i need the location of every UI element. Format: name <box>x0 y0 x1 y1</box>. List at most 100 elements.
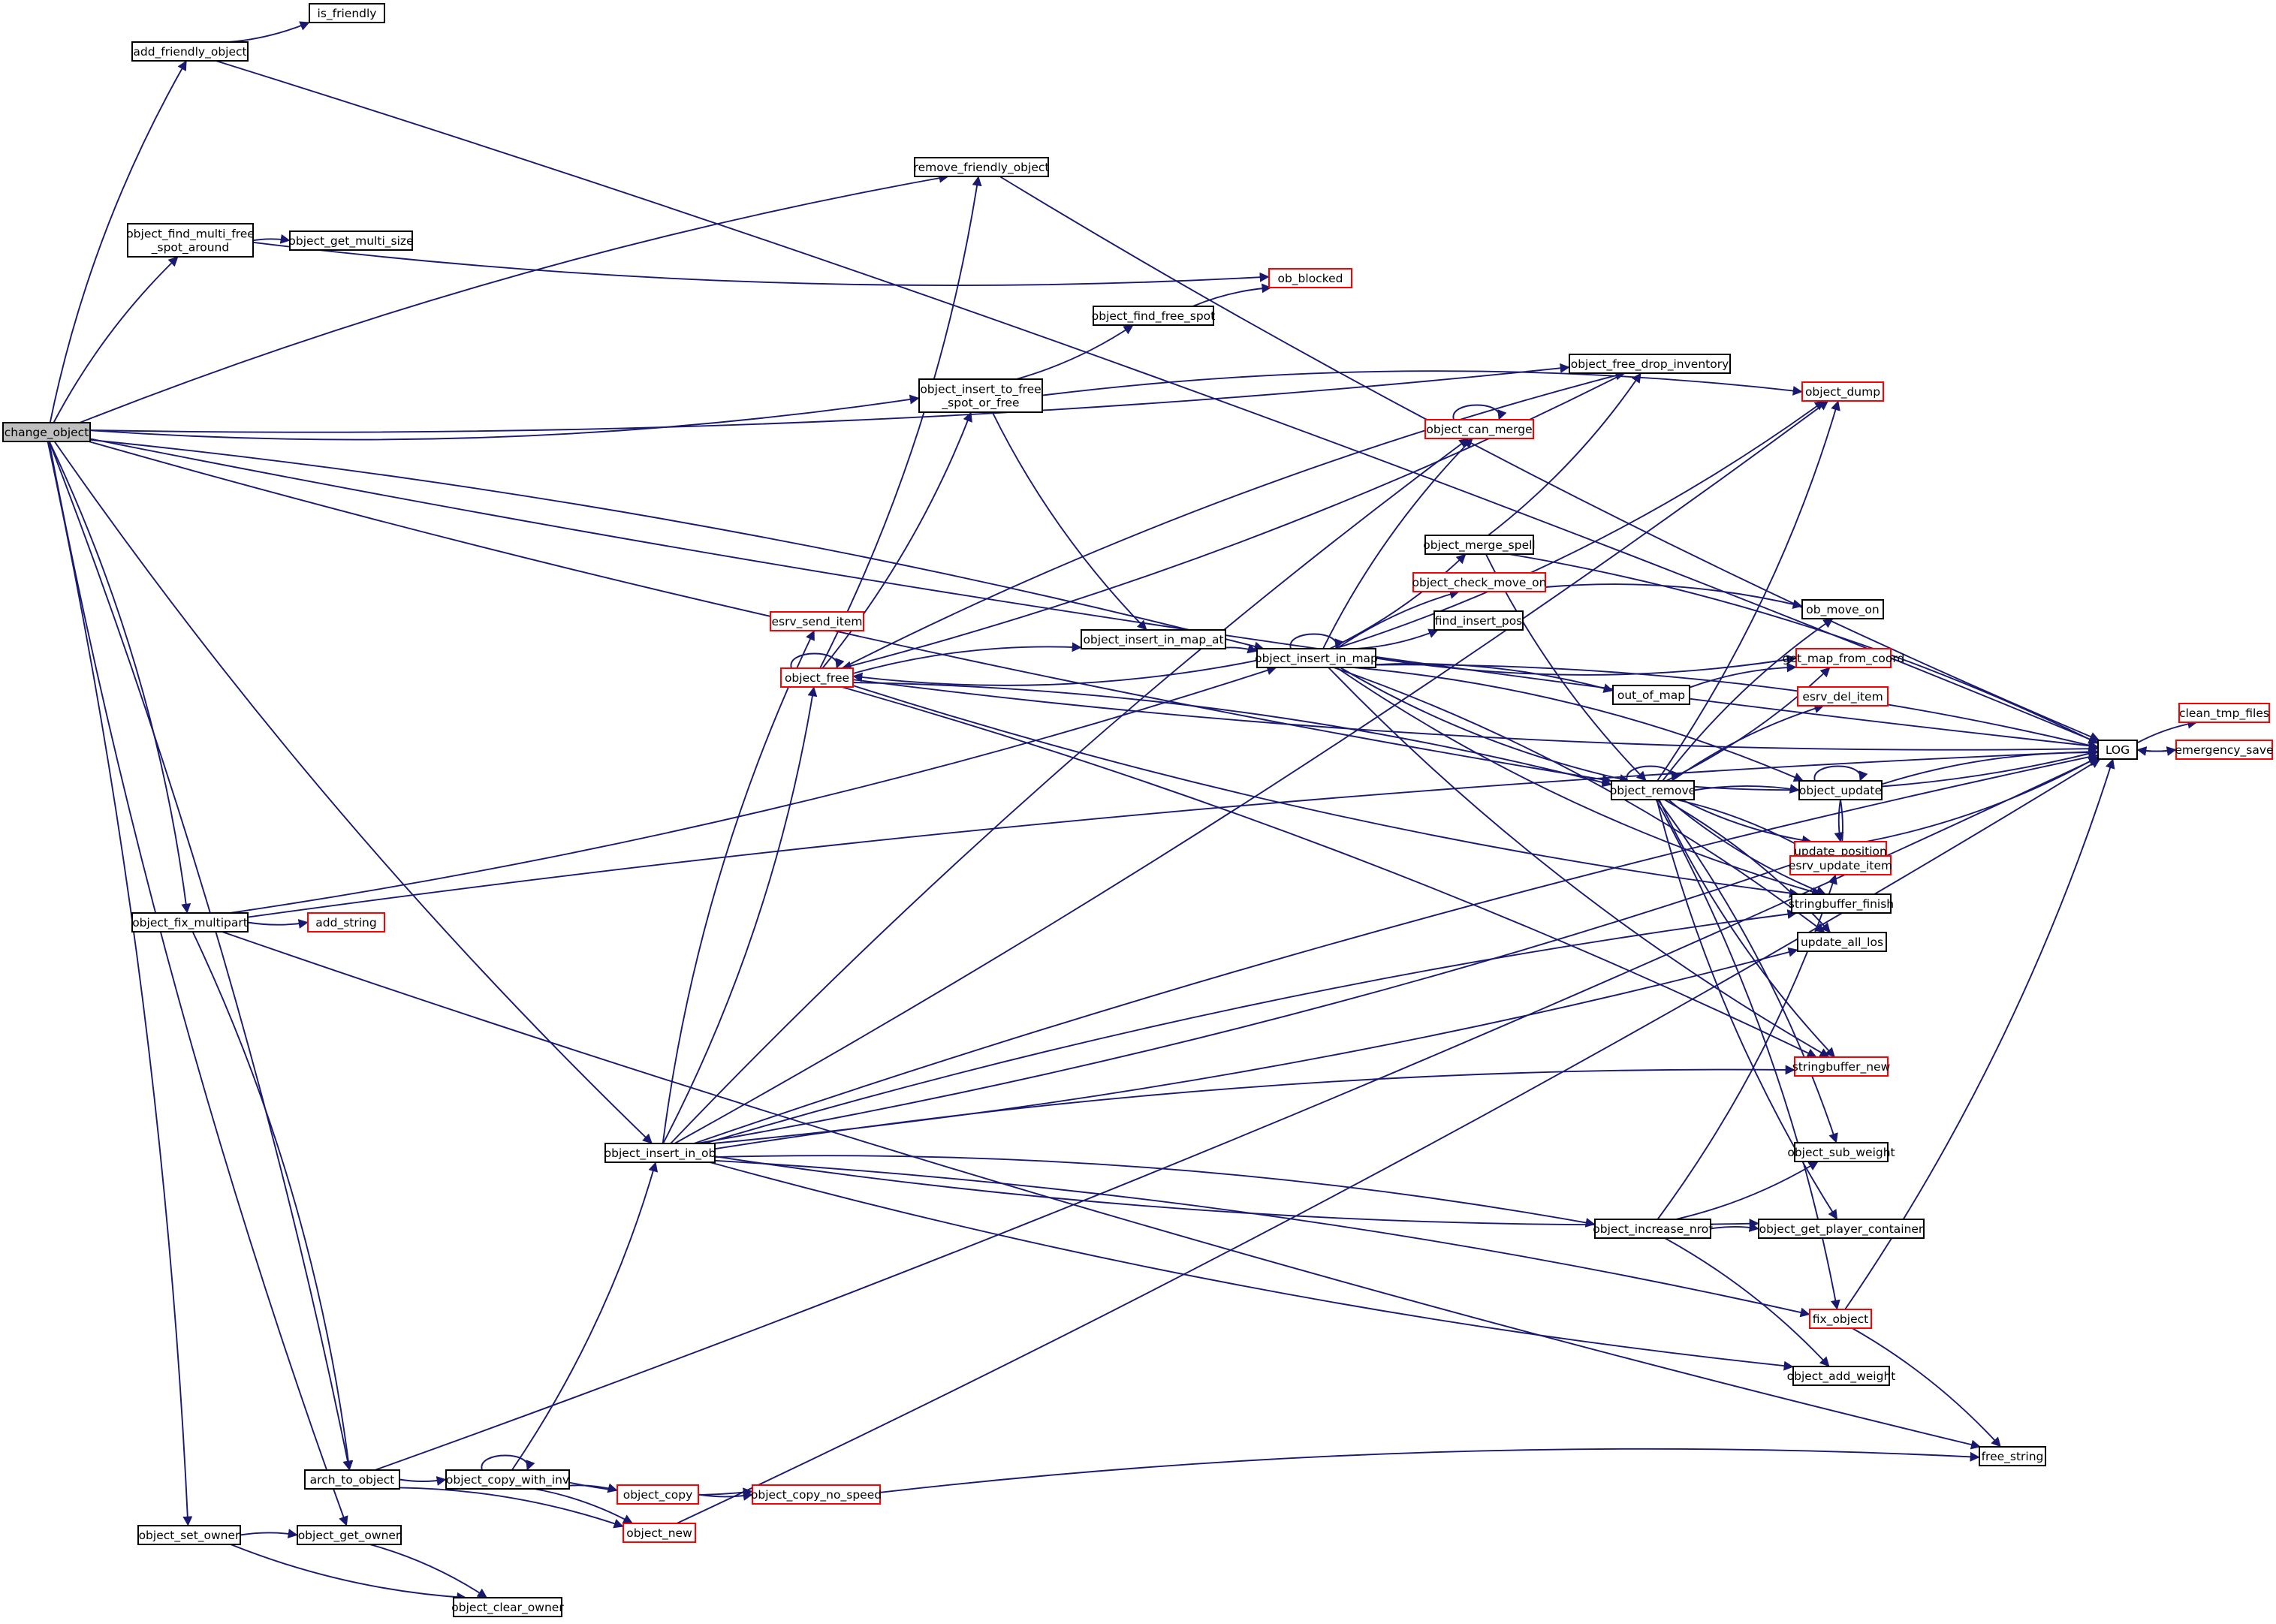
node-box-object_find_free_spot[interactable] <box>1093 306 1214 326</box>
node-add_string[interactable]: add_string <box>307 912 385 933</box>
node-box-update_all_los[interactable] <box>1797 932 1887 952</box>
node-box-object_clear_owner[interactable] <box>453 1597 562 1617</box>
node-emergency_save[interactable]: emergency_save <box>2175 740 2274 760</box>
edge-arch_to_object-to-object_copy_with_inv <box>399 1476 447 1486</box>
node-object_copy_with_inv[interactable]: object_copy_with_inv <box>445 1469 570 1490</box>
node-box-remove_friendly_object[interactable] <box>914 157 1049 177</box>
node-esrv_del_item[interactable]: esrv_del_item <box>1797 686 1889 707</box>
node-object_insert_in_ob[interactable]: object_insert_in_ob <box>604 1143 716 1163</box>
node-box-stringbuffer_finish[interactable] <box>1791 893 1892 914</box>
node-box-out_of_map[interactable] <box>1612 685 1690 705</box>
node-add_friendly_object[interactable]: add_friendly_object <box>131 41 249 62</box>
node-update_all_los[interactable]: update_all_los <box>1797 932 1887 952</box>
node-object_get_multi_size[interactable]: object_get_multi_size <box>288 230 414 251</box>
node-object_get_owner[interactable]: object_get_owner <box>297 1525 402 1545</box>
node-box-object_copy_no_speed[interactable] <box>752 1484 881 1505</box>
node-object_dump[interactable]: object_dump <box>1801 381 1884 402</box>
node-box-object_fix_multipart[interactable] <box>131 912 249 933</box>
node-esrv_send_item[interactable]: esrv_send_item <box>770 611 864 631</box>
node-get_map_from_coord[interactable]: get_map_from_coord <box>1783 648 1905 668</box>
node-box-esrv_del_item[interactable] <box>1797 686 1889 707</box>
node-clean_tmp_files[interactable]: clean_tmp_files <box>2178 703 2270 723</box>
node-box-add_string[interactable] <box>307 912 385 933</box>
node-object_free_drop_inventory[interactable]: object_free_drop_inventory <box>1569 354 1731 374</box>
node-box-object_free_drop_inventory[interactable] <box>1569 354 1731 374</box>
node-stringbuffer_finish[interactable]: stringbuffer_finish <box>1789 893 1894 914</box>
node-box-esrv_send_item[interactable] <box>770 611 864 631</box>
node-ob_move_on[interactable]: ob_move_on <box>1801 599 1884 619</box>
node-box-find_insert_pos[interactable] <box>1433 610 1524 631</box>
node-free_string[interactable]: free_string <box>1979 1446 2046 1466</box>
node-box-esrv_update_item[interactable] <box>1789 855 1892 875</box>
node-box-object_increase_nrof[interactable] <box>1594 1219 1711 1239</box>
node-box-object_sub_weight[interactable] <box>1794 1142 1889 1162</box>
node-object_insert_in_map_at[interactable]: object_insert_in_map_at <box>1081 629 1226 649</box>
node-object_get_player_container[interactable]: object_get_player_container <box>1758 1219 1925 1239</box>
node-box-object_new[interactable] <box>623 1523 696 1543</box>
node-out_of_map[interactable]: out_of_map <box>1612 685 1690 705</box>
node-box-object_get_owner[interactable] <box>297 1525 402 1545</box>
node-object_insert_in_map[interactable]: object_insert_in_map <box>1255 648 1378 668</box>
node-box-stringbuffer_new[interactable] <box>1794 1056 1889 1077</box>
node-box-object_can_merge[interactable] <box>1424 419 1534 439</box>
node-change_object[interactable]: change_object <box>2 422 91 442</box>
node-object_merge_spell[interactable]: object_merge_spell <box>1423 535 1536 555</box>
node-object_can_merge[interactable]: object_can_merge <box>1424 419 1534 439</box>
node-object_find_multi_free_spot_around[interactable]: object_find_multi_free_spot_around <box>126 223 255 258</box>
node-box-object_get_multi_size[interactable] <box>289 230 413 251</box>
node-box-arch_to_object[interactable] <box>304 1469 400 1490</box>
node-box-object_merge_spell[interactable] <box>1424 535 1534 555</box>
node-is_friendly[interactable]: is_friendly <box>309 3 385 23</box>
node-box-object_add_weight[interactable] <box>1792 1366 1890 1386</box>
node-object_fix_multipart[interactable]: object_fix_multipart <box>131 912 249 933</box>
node-object_add_weight[interactable]: object_add_weight <box>1787 1366 1896 1386</box>
node-box-object_remove[interactable] <box>1611 780 1695 800</box>
node-arch_to_object[interactable]: arch_to_object <box>304 1469 400 1490</box>
node-object_copy_no_speed[interactable]: object_copy_no_speed <box>751 1484 882 1505</box>
node-object_remove[interactable]: object_remove <box>1610 780 1696 800</box>
node-box-emergency_save[interactable] <box>2175 740 2273 760</box>
node-box-object_free[interactable] <box>780 667 854 688</box>
node-box-is_friendly[interactable] <box>309 3 385 23</box>
node-box-free_string[interactable] <box>1979 1446 2046 1466</box>
node-box-clean_tmp_files[interactable] <box>2178 703 2270 723</box>
node-box-object_insert_in_map_at[interactable] <box>1081 629 1226 649</box>
node-object_set_owner[interactable]: object_set_owner <box>137 1525 241 1545</box>
node-box-object_update[interactable] <box>1798 780 1883 800</box>
node-object_check_move_on[interactable]: object_check_move_on <box>1412 572 1547 592</box>
node-box-fix_object[interactable] <box>1809 1309 1872 1329</box>
node-object_find_free_spot[interactable]: object_find_free_spot <box>1092 306 1215 326</box>
node-box-change_object[interactable] <box>2 422 91 442</box>
node-box-get_map_from_coord[interactable] <box>1795 648 1892 668</box>
node-esrv_update_item[interactable]: esrv_update_item <box>1789 855 1892 875</box>
node-object_update[interactable]: object_update <box>1798 780 1883 800</box>
node-object_free[interactable]: object_free <box>780 667 854 688</box>
node-box-object_insert_in_map[interactable] <box>1256 648 1376 668</box>
node-box-object_insert_in_ob[interactable] <box>604 1143 716 1163</box>
node-box-add_friendly_object[interactable] <box>131 41 249 62</box>
node-box-object_check_move_on[interactable] <box>1412 572 1546 592</box>
node-find_insert_pos[interactable]: find_insert_pos <box>1433 610 1524 631</box>
node-object_copy[interactable]: object_copy <box>616 1484 699 1505</box>
node-box-object_copy[interactable] <box>616 1484 699 1505</box>
node-remove_friendly_object[interactable]: remove_friendly_object <box>914 157 1050 177</box>
node-ob_blocked[interactable]: ob_blocked <box>1268 268 1352 288</box>
node-box-object_insert_to_free_spot_or_free[interactable] <box>918 378 1043 413</box>
node-box-ob_move_on[interactable] <box>1801 599 1884 619</box>
node-box-ob_blocked[interactable] <box>1268 268 1352 288</box>
edge-object_find_free_spot-to-ob_blocked <box>1192 283 1272 307</box>
node-box-LOG[interactable] <box>2097 740 2138 760</box>
node-box-object_set_owner[interactable] <box>137 1525 241 1545</box>
node-stringbuffer_new[interactable]: stringbuffer_new <box>1792 1056 1891 1077</box>
node-box-object_find_multi_free_spot_around[interactable] <box>127 223 254 258</box>
node-box-object_get_player_container[interactable] <box>1758 1219 1925 1239</box>
node-object_clear_owner[interactable]: object_clear_owner <box>451 1597 564 1617</box>
node-LOG[interactable]: LOG <box>2097 740 2138 760</box>
node-object_insert_to_free_spot_or_free[interactable]: object_insert_to_free_spot_or_free <box>918 378 1043 413</box>
node-box-object_copy_with_inv[interactable] <box>445 1469 570 1490</box>
node-object_increase_nrof[interactable]: object_increase_nrof <box>1593 1219 1713 1239</box>
node-object_sub_weight[interactable]: object_sub_weight <box>1787 1142 1895 1162</box>
node-box-object_dump[interactable] <box>1801 381 1884 402</box>
node-object_new[interactable]: object_new <box>623 1523 696 1543</box>
node-fix_object[interactable]: fix_object <box>1809 1309 1872 1329</box>
